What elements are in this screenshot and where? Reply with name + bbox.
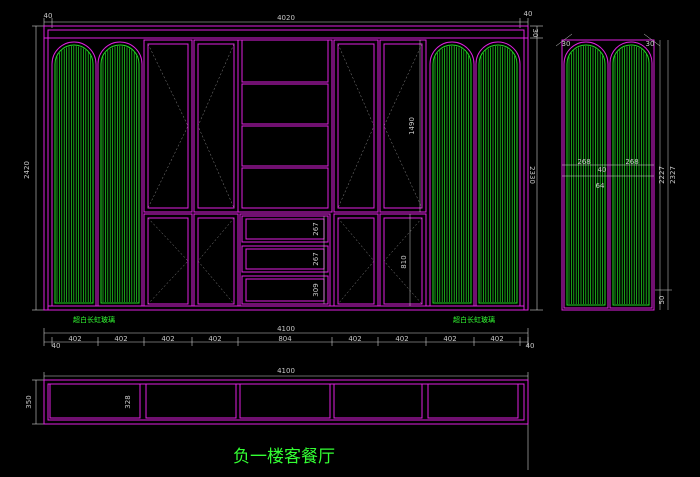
side-view-arched-doors [563, 41, 653, 309]
glass-label-left: 超白长虹玻璃 [73, 315, 115, 324]
drawer-2-dim: 267 [312, 252, 320, 265]
bottom-segment-label: 402 [208, 335, 221, 343]
arch-door-4 [475, 41, 521, 307]
side-top-left-dim: 30 [562, 40, 571, 48]
side-arch-door-1 [563, 41, 609, 309]
side-top-right-dim: 30 [646, 40, 655, 48]
top-total-dim: 4020 [277, 14, 295, 22]
arch-door-outline [97, 41, 143, 307]
top-side-right-dim: 40 [524, 10, 533, 18]
side-mid-dim-3: 268 [625, 158, 638, 166]
top-side-left-dim: 40 [44, 12, 53, 20]
bottom-segment-label: 402 [161, 335, 174, 343]
arch-door-1 [51, 41, 97, 307]
bottom-segment-label: 402 [114, 335, 127, 343]
arch-door-outline [429, 41, 475, 307]
left-height-dim: 2420 [23, 161, 31, 179]
bottom-segment-label: 40 [526, 342, 535, 350]
plan-total-dim: 4100 [277, 367, 295, 375]
bottom-segment-label: 804 [278, 335, 292, 343]
right-top-dim: 30 [531, 29, 539, 38]
plan-depth-outer-dim: 350 [25, 395, 33, 408]
right-height-dimension [530, 25, 543, 311]
arched-glass-doors [51, 41, 521, 307]
arch-glass-edge [54, 44, 94, 304]
bottom-segment-label: 402 [443, 335, 456, 343]
arch-door-outline [563, 41, 609, 309]
bottom-segments: 40 402 402 402 402 804 402 402 402 402 40 [52, 335, 535, 350]
arch-door-outline [475, 41, 521, 307]
right-height-dim: 2330 [528, 166, 536, 184]
arch-glass-edge [100, 44, 140, 304]
side-view-dimension-lines [555, 33, 672, 310]
arch-glass-edge [478, 44, 518, 304]
side-arch-door-2 [609, 41, 653, 309]
bottom-segment-label: 40 [52, 342, 61, 350]
plan-depth-inner-dim: 328 [124, 395, 132, 408]
bottom-segment-label: 402 [68, 335, 81, 343]
side-bottom-dim: 50 [658, 296, 666, 305]
side-height-b-dim: 2327 [669, 166, 677, 184]
bottom-segment-label: 402 [395, 335, 408, 343]
plan-view [43, 379, 529, 425]
bottom-segment-label: 402 [490, 335, 503, 343]
inner-dimension-lines [323, 40, 421, 306]
arch-glass-edge [432, 44, 472, 304]
side-mid-dim-1: 268 [577, 158, 590, 166]
bottom-total-dim: 4100 [277, 325, 295, 333]
side-mid-dim-2: 40 [598, 166, 607, 174]
bottom-segment-label: 402 [348, 335, 361, 343]
arch-door-outline [51, 41, 97, 307]
drawer-3-dim: 309 [312, 283, 320, 296]
left-height-dimension [32, 25, 44, 311]
arch-door-2 [97, 41, 143, 307]
x-panel-doors [143, 39, 427, 307]
arch-door-outline [609, 41, 653, 309]
lower-cabinet-dim: 810 [400, 255, 408, 268]
side-height-a-dim: 2227 [658, 166, 666, 184]
arch-glass-edge [566, 44, 606, 306]
arch-door-3 [429, 41, 475, 307]
center-shelves [237, 39, 333, 213]
plan-dimension [32, 372, 529, 470]
arch-glass-edge [612, 44, 650, 306]
drawing-title: 负一楼客餐厅 [233, 447, 335, 467]
door-x-lines [147, 43, 423, 305]
drawer-1-dim: 267 [312, 222, 320, 235]
side-view-frame [561, 39, 655, 311]
side-mid-dim-4: 64 [596, 182, 605, 190]
shelf-zone-dim: 1490 [408, 117, 416, 135]
glass-label-right: 超白长虹玻璃 [453, 315, 495, 324]
top-dimension [43, 18, 529, 28]
